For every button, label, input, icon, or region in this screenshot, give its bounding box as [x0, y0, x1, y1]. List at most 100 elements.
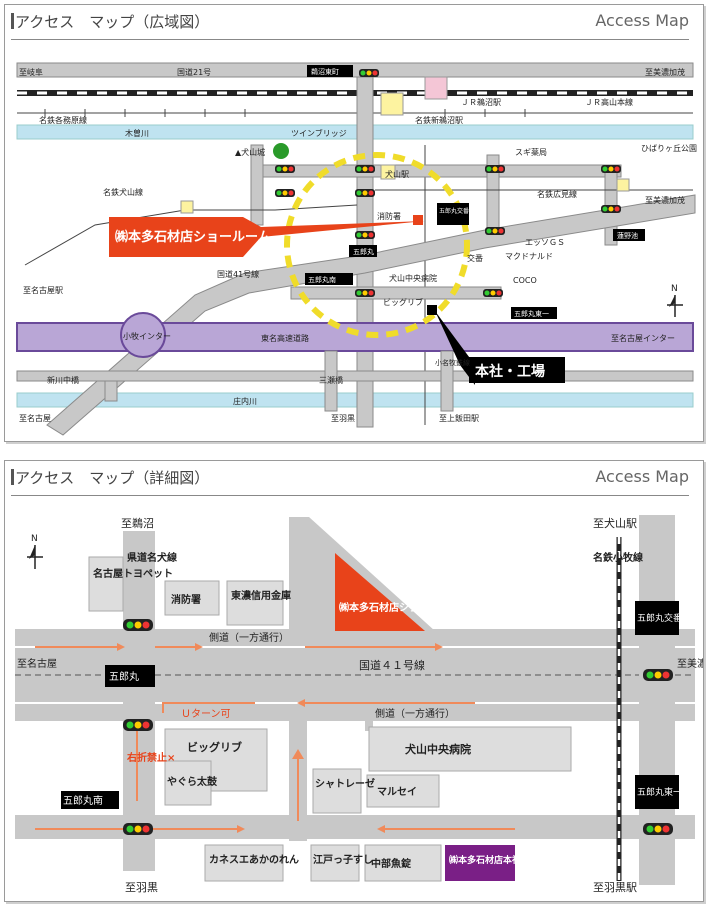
- lbl-big-rib-detail: ビッグリブ: [187, 740, 242, 754]
- showroom-marker: [413, 215, 423, 225]
- hq-building: [445, 845, 515, 881]
- lbl-no-right-turn: 右折禁止×: [126, 751, 175, 764]
- lbl-kanesue: カネスエあかのれん: [209, 853, 299, 866]
- lbl-nagoya-toyopet: 名古屋トヨペット: [93, 567, 173, 580]
- lbl-inuyama-castle: ▲犬山城: [235, 147, 265, 157]
- lbl-meitetsu-shin-unuma: 名鉄新鵜沼駅: [415, 115, 463, 125]
- overview-title-en: Access Map: [595, 11, 689, 30]
- lbl-shonai: 庄内川: [233, 396, 257, 406]
- lbl-goroumaru: 五郎丸: [353, 247, 374, 256]
- lbl-north-detail: N: [31, 534, 38, 544]
- area-highlight-circle: [284, 152, 470, 338]
- lbl-showroom-detail: ㈱本多石材店ショールーム: [339, 601, 459, 614]
- lbl-gifu: 至岐阜: [19, 67, 43, 77]
- lbl-route21: 国道21号: [177, 67, 211, 77]
- title-bar-marker: [11, 13, 14, 29]
- tomei-expressway: [16, 322, 694, 352]
- lbl-fire-station: 消防署: [171, 593, 201, 606]
- lbl-jr-unuma: ＪＲ鵜沼駅: [461, 97, 501, 107]
- lbl-big-rib: ビッグリブ: [383, 297, 423, 307]
- lbl-route41-detail: 国道４１号線: [359, 658, 425, 672]
- lbl-komaki-line: 小名牧鉄線: [435, 358, 470, 367]
- overview-map-panel: アクセス マップ（広域図） Access Map: [4, 4, 704, 442]
- lbl-north-overview: N: [671, 284, 678, 294]
- signal-icons: [275, 69, 621, 297]
- castle-icon: [273, 143, 289, 159]
- lbl-coco: COCO: [513, 276, 537, 285]
- lbl-tomei: 東名高速道路: [261, 333, 309, 343]
- detail-title: アクセス マップ（詳細図）: [15, 469, 210, 487]
- lbl-meitetsu-kakamigahara: 名鉄各務原線: [39, 115, 87, 125]
- shin-unuma-station: [380, 92, 404, 116]
- lbl-to-nagoya-station: 至名古屋駅: [23, 285, 63, 295]
- lbl-to-haguro-station: 至羽黒駅: [593, 881, 637, 894]
- lbl-sugi: スギ薬局: [515, 147, 547, 157]
- lbl-meitetsu-inuyama: 名鉄犬山線: [103, 187, 143, 197]
- lbl-to-mino-kamo-right: 至美濃加茂: [645, 195, 685, 205]
- overview-title: アクセス マップ（広域図）: [15, 13, 210, 31]
- lbl-shato: シャトレーゼ: [315, 777, 375, 790]
- lbl-fire-station: 消防署: [377, 211, 401, 221]
- lbl-komaki-ic: 小牧インター: [123, 331, 171, 341]
- lbl-inuyama-hospital: 犬山中央病院: [389, 273, 437, 283]
- lbl-hq-detail: ㈱本多石材店本社・工場: [449, 854, 548, 866]
- lbl-goroumaru-police: 五郎丸交番前: [439, 207, 475, 215]
- north-arrow-icon: [669, 295, 675, 307]
- lbl-sanhashi: 三瀬橋: [319, 375, 343, 385]
- lbl-to-mino-kamo: 至美濃加茂: [677, 657, 703, 670]
- title-bar-marker: [11, 469, 14, 485]
- lbl-unuma-east: 鵜沼東町: [311, 67, 339, 76]
- route41-road: [46, 194, 696, 436]
- lbl-inuyama-hospital-detail: 犬山中央病院: [405, 742, 471, 756]
- title-divider: [11, 495, 689, 496]
- lbl-goroumaru-police-detail: 五郎丸交番前: [637, 612, 691, 624]
- detail-map-panel: アクセス マップ（詳細図） Access Map: [4, 460, 704, 902]
- lbl-marusei: マルセイ: [377, 786, 417, 798]
- lbl-meitetsu-komaki: 名鉄小牧線: [593, 551, 643, 564]
- lbl-uturn: Ｕターン可: [181, 708, 231, 720]
- lbl-esso: エッソＧＳ: [525, 238, 565, 247]
- lbl-koutsu: 交番: [467, 253, 483, 263]
- north-arrow-icon: [29, 545, 35, 559]
- kiso-river: [16, 124, 694, 140]
- lbl-hasunoji: 蓮野池: [617, 231, 638, 240]
- ken-road: [123, 531, 155, 871]
- showroom-building: [335, 553, 425, 631]
- lbl-to-nagoya-bottom: 至名古屋: [19, 413, 51, 423]
- signal-icons: [123, 619, 673, 835]
- jr-unuma-station: [424, 76, 448, 100]
- lbl-jr-takayama: ＪＲ高山本線: [585, 97, 633, 107]
- lbl-shinkawa: 新川中橋: [47, 375, 79, 385]
- lbl-to-nagoya-ic: 至名古屋インター: [611, 333, 675, 343]
- lbl-tono-shinkin: 東濃信用金庫: [231, 589, 291, 602]
- lbl-meitetsu-hirose: 名鉄広見線: [537, 189, 577, 199]
- hq-marker: [427, 305, 437, 315]
- lbl-hq: 本社・工場: [475, 363, 545, 380]
- overview-map: 至岐阜 国道21号 鵜沼東町 至美濃加茂 ＪＲ鵜沼駅 ＪＲ高山本線 名鉄各務原線…: [16, 62, 697, 436]
- lbl-goroumaru-higashi: 五郎丸東一: [514, 309, 549, 318]
- lbl-goroumaru-minami-detail: 五郎丸南: [63, 794, 103, 807]
- lbl-goroumaru-minami: 五郎丸南: [308, 275, 336, 284]
- lbl-to-inuyama-station: 至犬山駅: [593, 516, 637, 530]
- lbl-hibarigaoka: ひばりヶ丘公園: [641, 144, 697, 153]
- lbl-inuyama-station: 犬山駅: [385, 169, 409, 179]
- lbl-edokko: 江戸っ子すし: [313, 853, 373, 866]
- title-divider: [11, 39, 689, 40]
- lbl-sokudo-top: 側道（一方通行）: [209, 631, 289, 644]
- lbl-to-kamiiida: 至上飯田駅: [439, 413, 479, 423]
- detail-map: N 至鵜沼 至犬山駅 県道名犬線 名古屋トヨペット 消防署 東濃信用金庫 ㈱本多…: [15, 515, 703, 894]
- lbl-mcdonalds: マクドナルド: [505, 252, 553, 261]
- lbl-chubu-uoju: 中部魚錠: [371, 857, 411, 870]
- lbl-to-haguro: 至羽黒: [331, 414, 355, 423]
- lbl-twin-bridge: ツインブリッジ: [291, 128, 347, 138]
- shonai-river: [16, 392, 694, 408]
- lbl-to-nagoya: 至名古屋: [17, 657, 57, 670]
- detail-title-en: Access Map: [595, 467, 689, 486]
- lbl-yagura: やぐら太鼓: [167, 775, 218, 788]
- lbl-to-unuma: 至鵜沼: [121, 516, 154, 530]
- lbl-to-mino-kamo-top: 至美濃加茂: [645, 67, 685, 77]
- lbl-goroumaru-higashi-detail: 五郎丸東一: [637, 786, 682, 798]
- lbl-ken-road: 県道名犬線: [127, 551, 177, 564]
- lbl-showroom: ㈱本多石材店ショールーム: [115, 229, 271, 245]
- bottom-road: [15, 815, 695, 839]
